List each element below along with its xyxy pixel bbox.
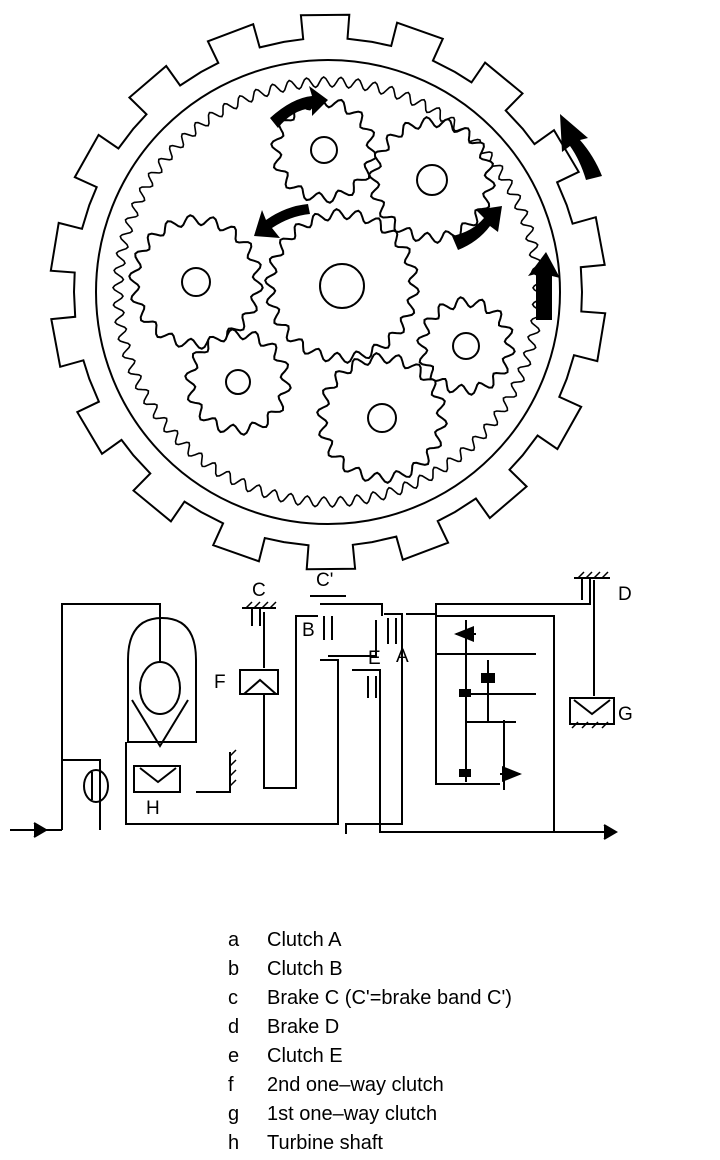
legend-item: d Brake D	[228, 1013, 668, 1042]
turbine-shaft-route	[125, 659, 339, 825]
legend-text: 2nd one–way clutch	[267, 1074, 444, 1096]
gear-train-frame	[435, 614, 555, 832]
rotation-arrows	[254, 86, 602, 320]
legend-key: h	[228, 1132, 240, 1154]
planet-gear-left-hub	[181, 267, 211, 297]
stator-ground	[196, 752, 231, 793]
gear-block-2	[481, 673, 495, 683]
one-way-clutch-f	[239, 669, 279, 695]
legend-key: f	[228, 1074, 234, 1096]
label-h: H	[146, 798, 160, 819]
rotation-arrow-top	[270, 86, 328, 128]
legend-text: Clutch E	[267, 1045, 343, 1067]
label-c: C	[252, 580, 266, 601]
drum-bc	[320, 603, 383, 616]
planet-gear-bottom	[316, 352, 448, 484]
legend-item: b Clutch B	[228, 955, 668, 984]
ground-hatch-c	[245, 601, 277, 609]
rotation-arrow-outer	[560, 114, 602, 180]
one-way-clutch-g	[569, 697, 615, 725]
output-arrowhead	[603, 824, 618, 840]
legend-text: 1st one–way clutch	[267, 1103, 438, 1125]
converter-impeller	[139, 661, 181, 715]
one-way-g-sprag	[573, 699, 611, 716]
legend-key: a	[228, 929, 240, 951]
legend-key: g	[228, 1103, 240, 1125]
legend-item: h Turbine shaft	[228, 1129, 668, 1158]
planet-gear-bottom-hub	[367, 403, 397, 433]
legend-text: Clutch B	[267, 958, 343, 980]
gear-block-3	[459, 769, 471, 777]
input-arrowhead	[33, 822, 48, 838]
label-e: E	[368, 648, 381, 669]
planet-gear-bottom-left-hub	[225, 369, 251, 395]
legend-item: c Brake C (C'=brake band C')	[228, 984, 668, 1013]
label-g: G	[618, 704, 633, 725]
turbine-seal	[83, 769, 109, 803]
planet-gear-top-hub	[310, 136, 338, 164]
planet-gear-bottom-left	[184, 328, 292, 436]
one-way-f-sprag	[243, 678, 277, 695]
turbine-hub	[133, 765, 181, 793]
sun-gear-hub	[319, 263, 365, 309]
legend-key: c	[228, 987, 238, 1009]
converter-vanes	[131, 699, 189, 748]
legend-item: f 2nd one–way clutch	[228, 1071, 668, 1100]
ground-hatch-h	[229, 749, 237, 787]
f-shaft	[263, 615, 318, 789]
planet-gear-top-right-hub	[416, 164, 448, 196]
label-b: B	[302, 620, 315, 641]
transmission-diagram: C C' B E A D F G H	[10, 13, 633, 840]
legend-key: b	[228, 958, 240, 980]
legend-text: Clutch A	[267, 929, 342, 951]
rotation-arrow-left	[254, 204, 310, 238]
power-flow-schematic	[10, 571, 618, 840]
legend-text: Brake D	[267, 1016, 340, 1038]
planet-gear-left	[128, 214, 264, 350]
planet-gear-right	[416, 296, 516, 396]
torque-converter	[127, 616, 197, 743]
label-a: A	[396, 646, 409, 667]
gear-block-1	[459, 689, 471, 697]
ring-inner-circle	[95, 59, 561, 525]
input-shaft-path	[61, 603, 161, 830]
legend-item: e Clutch E	[228, 1042, 668, 1071]
planet-gear-top-right	[368, 116, 496, 244]
ground-hatch-g	[571, 721, 609, 729]
legend-text: Turbine shaft	[267, 1132, 383, 1154]
legend-key: d	[228, 1016, 240, 1038]
ground-hatch-d	[577, 571, 609, 579]
gear-train-drum	[406, 600, 591, 615]
input-loop	[62, 759, 101, 830]
label-d: D	[618, 584, 632, 605]
legend: a Clutch A b Clutch B c Brake C (C'=brake b…	[228, 926, 668, 1158]
legend-item: g 1st one–way clutch	[228, 1100, 668, 1129]
rotation-arrow-right-mid	[452, 206, 502, 250]
outer-toothed-ring	[49, 13, 607, 571]
planet-gear-right-hub	[452, 332, 480, 360]
ring-gear	[112, 76, 544, 508]
legend-text: Brake C (C'=brake band C')	[267, 987, 512, 1009]
turbine-hub-sprag	[139, 767, 177, 784]
planetary-gear-set	[49, 13, 607, 571]
clutch-a-hub	[345, 613, 403, 834]
legend-item: a Clutch A	[228, 926, 668, 955]
legend-key: e	[228, 1045, 240, 1067]
label-c-prime: C'	[316, 570, 333, 591]
planet-gear-top	[270, 96, 378, 204]
rotation-arrow-right-low	[528, 252, 560, 320]
drum-route	[328, 620, 377, 657]
label-f: F	[214, 672, 226, 693]
clutch-e-shaft	[352, 669, 606, 833]
sun-gear	[264, 208, 420, 364]
